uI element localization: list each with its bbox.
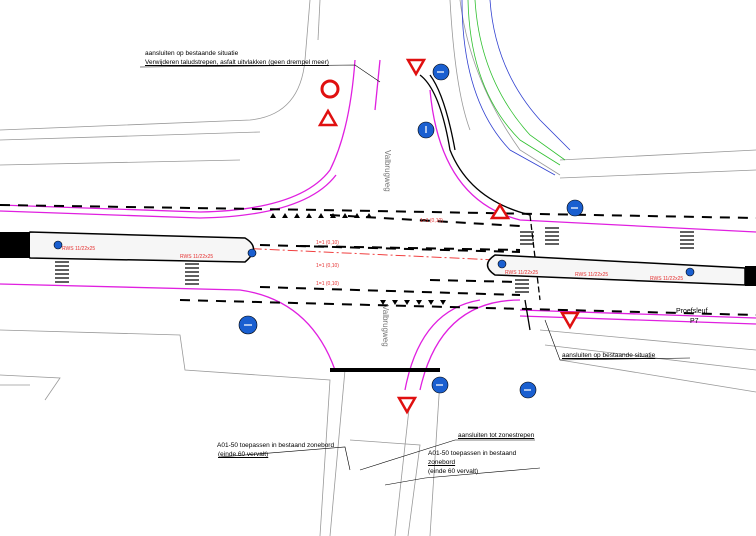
island-label: RWS 11/22x25 bbox=[650, 276, 684, 282]
yield-sign-icon bbox=[489, 202, 511, 220]
top-note-line2: Verwijderen taludstrepen, asfalt uitvlak… bbox=[145, 59, 329, 66]
sign-arrows bbox=[244, 71, 578, 391]
bottom-right-note-a: aansluiten tot zonestrepen bbox=[458, 432, 535, 439]
bottom-right-note-line3: (einde 60 vervalt) bbox=[428, 468, 479, 475]
blue-sign-icon bbox=[685, 267, 695, 277]
island-label: RWS 11/22x25 bbox=[62, 246, 96, 252]
heavy-road-end bbox=[0, 232, 756, 286]
yield-sign-icon bbox=[405, 58, 427, 77]
bottom-left-note-line1: A01-50 toepassen in bestaand zonebord bbox=[217, 442, 335, 449]
no-entry-sign-icon bbox=[320, 79, 340, 99]
traffic-islands bbox=[24, 231, 746, 286]
lane-lines bbox=[0, 204, 756, 316]
shark-teeth bbox=[270, 213, 446, 372]
right-note: aansluiten op bestaande situatie bbox=[562, 352, 656, 359]
new-curbs bbox=[0, 59, 756, 391]
leader-lines bbox=[139, 64, 691, 486]
blue-sign-icon bbox=[497, 259, 507, 269]
lane-label: 1=1 (0,10) bbox=[420, 218, 443, 224]
mandatory-direction-signs bbox=[53, 63, 695, 399]
bottom-right-note-line2: zonebord bbox=[428, 459, 456, 466]
cables bbox=[461, 0, 571, 176]
lane-label: 1=1 (0,10) bbox=[316, 281, 339, 287]
hatching bbox=[55, 227, 694, 293]
bottom-right-note-line1: A01-50 toepassen in bestaand bbox=[428, 450, 517, 457]
lane-label: 1=1 (0,10) bbox=[316, 240, 339, 246]
blue-sign-icon bbox=[53, 240, 63, 250]
bottom-left-note-line2: (einde 60 vervalt) bbox=[218, 451, 269, 458]
road-name-north: Valbrugweg bbox=[383, 150, 392, 192]
island-label: RWS 11/22x25 bbox=[180, 254, 214, 260]
yield-sign-icon bbox=[317, 108, 339, 127]
profile-number: P7 bbox=[690, 318, 699, 325]
island-label: RWS 11/22x25 bbox=[505, 270, 539, 276]
yield-sign-icon bbox=[396, 396, 418, 415]
profile-label: Proefsleuf bbox=[676, 308, 708, 315]
blue-sign-icon bbox=[247, 248, 257, 258]
road-name-south: Valbrugweg bbox=[381, 305, 390, 347]
road-edges bbox=[419, 74, 541, 331]
yield-sign-icon bbox=[559, 311, 581, 330]
island-label: RWS 11/22x25 bbox=[575, 272, 609, 278]
top-note-line1: aansluiten op bestaande situatie bbox=[145, 50, 239, 57]
yield-signs bbox=[317, 58, 581, 415]
lane-label: 1=1 (0,10) bbox=[316, 263, 339, 269]
